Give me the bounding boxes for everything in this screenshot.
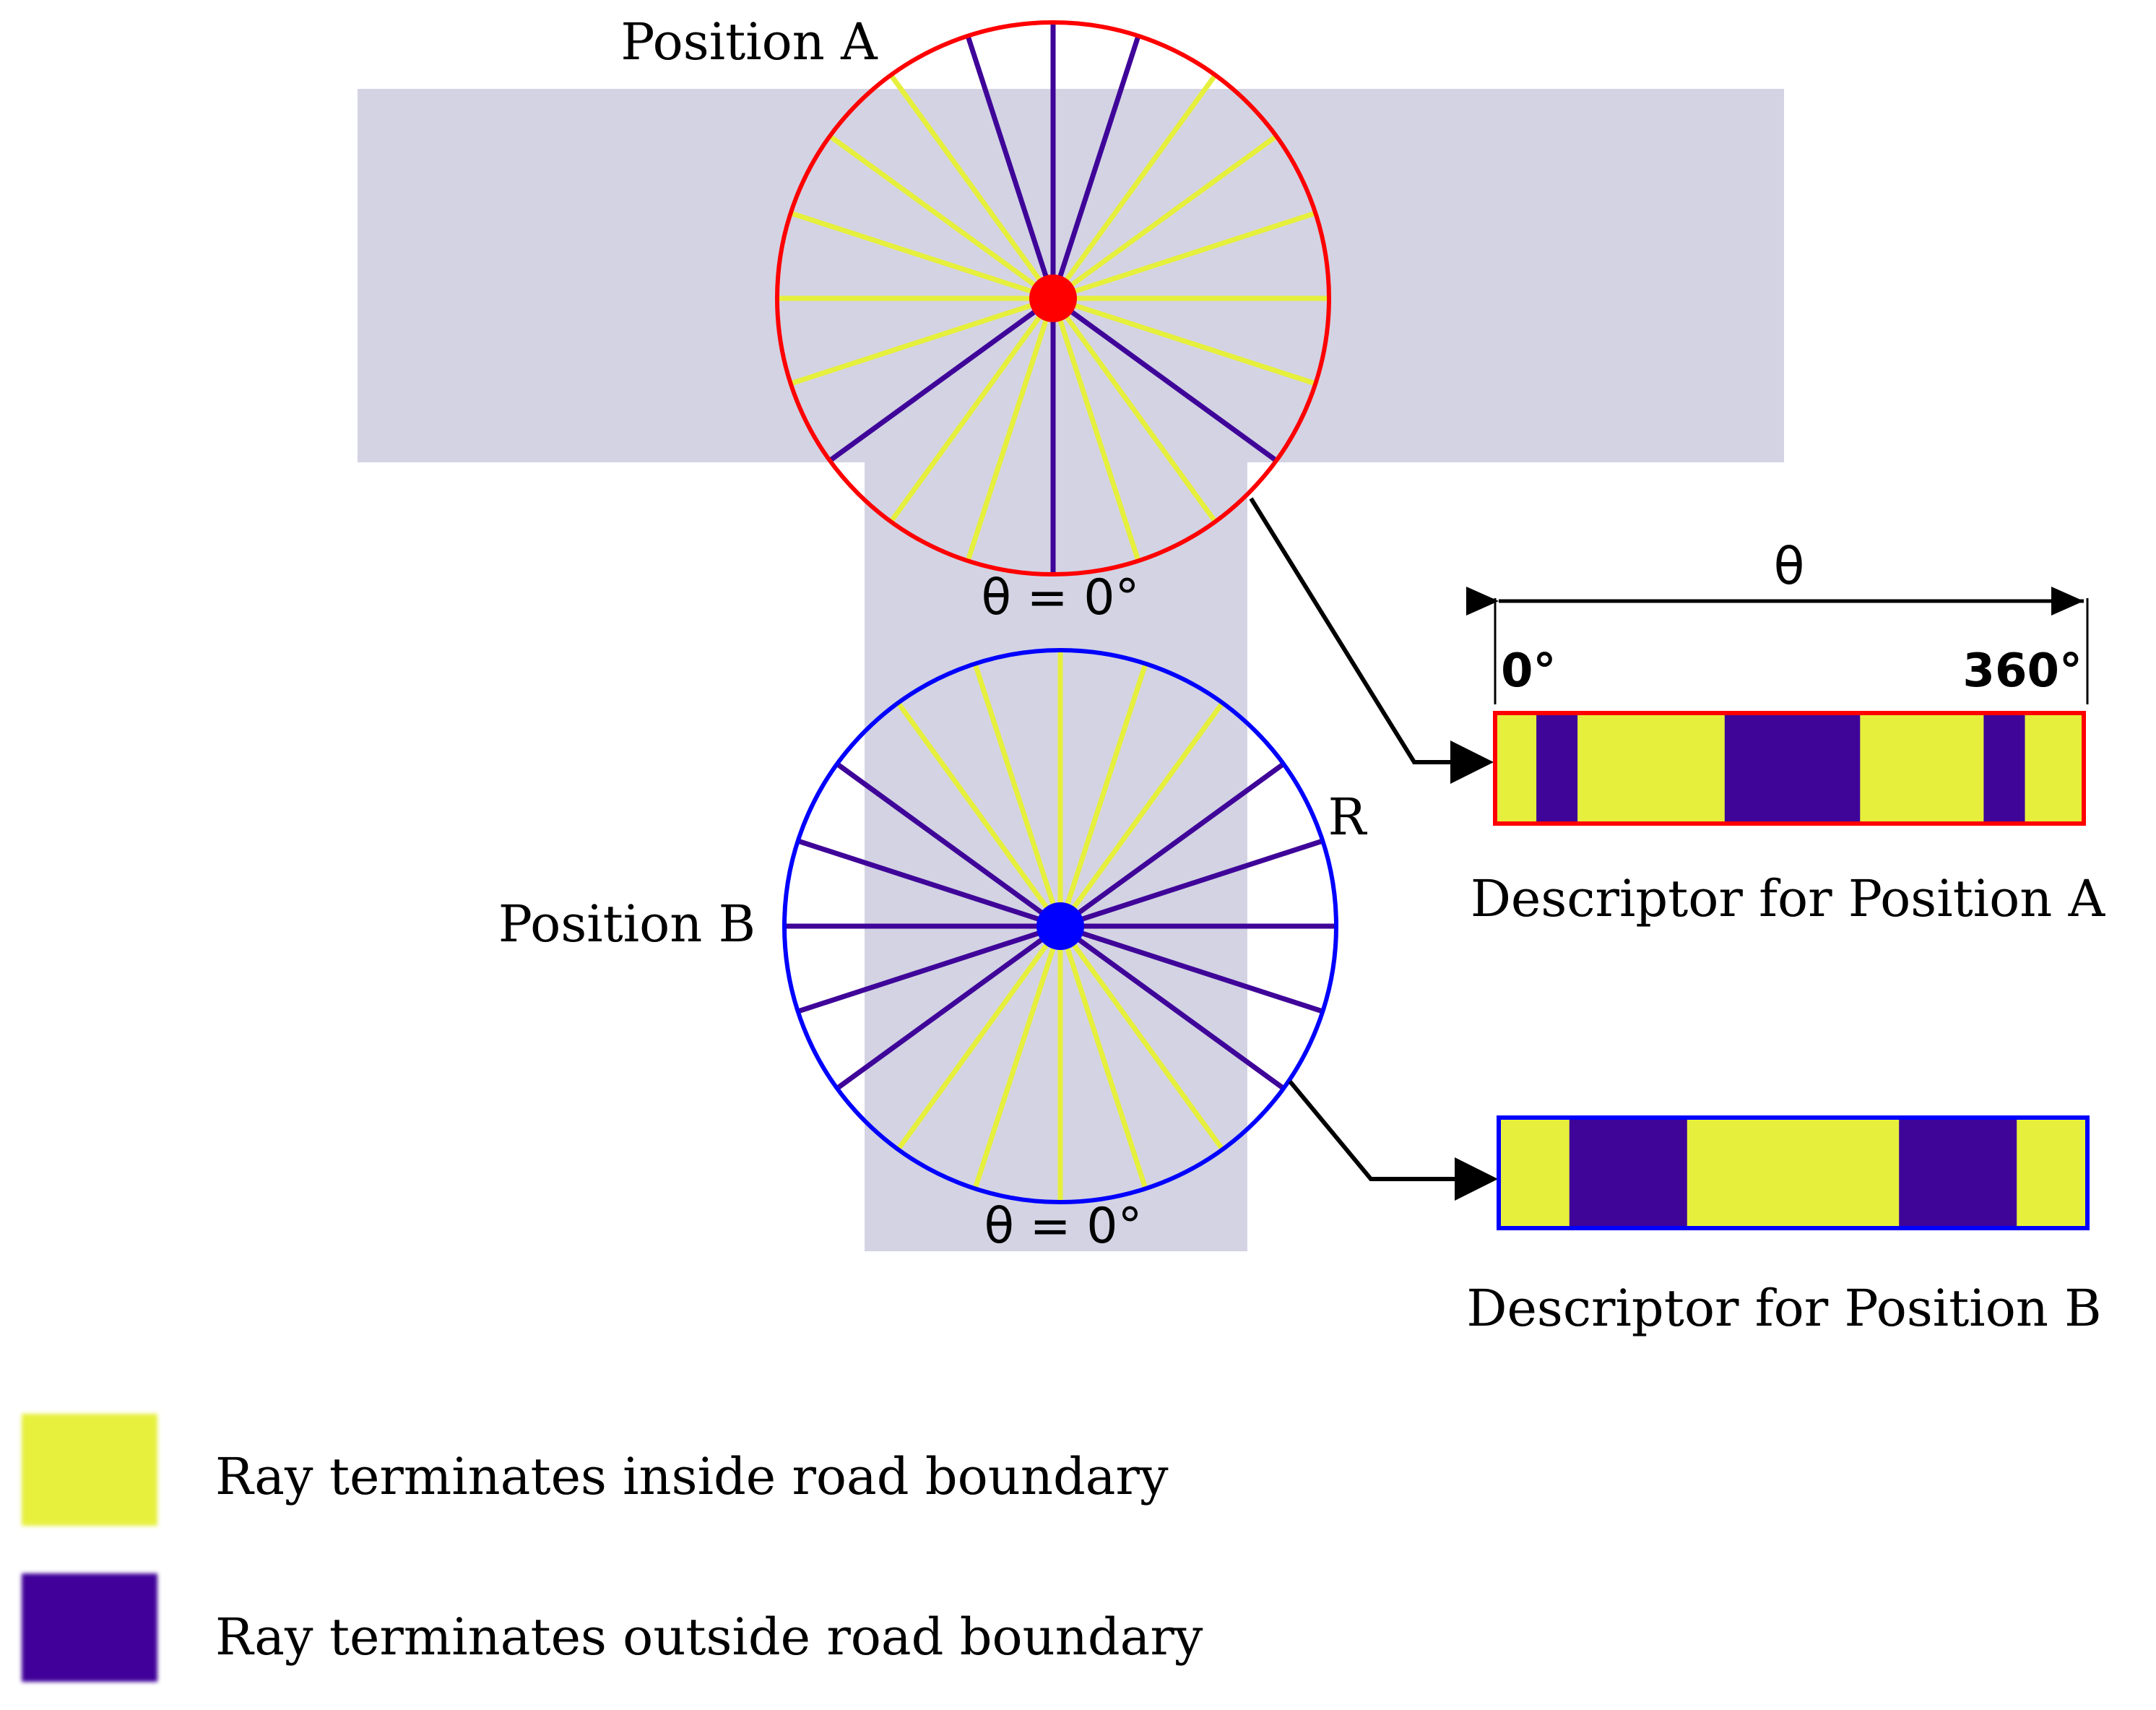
descriptor-a-segments	[1495, 713, 2084, 824]
position-a-ray-6	[1052, 210, 1317, 301]
position-a-ray-3	[1051, 296, 1278, 463]
position-b-ray-4	[1059, 923, 1324, 1014]
position-a-ray-19	[965, 297, 1056, 562]
position-a-ray-1	[1050, 297, 1141, 562]
theta-axis-label: θ	[1774, 537, 1805, 596]
position-a-ray-4	[1052, 295, 1317, 387]
position-b-ray-8	[1058, 701, 1225, 928]
position-b-ray-3	[1058, 924, 1286, 1091]
position-a-ray-18	[888, 296, 1055, 524]
position-b-marker	[1036, 902, 1084, 950]
position-a-ray-17	[828, 296, 1055, 463]
descriptor-b	[1497, 1115, 2090, 1230]
legend: Ray terminates inside road boundary Ray …	[22, 1414, 1203, 1682]
position-b-ray-17	[835, 924, 1062, 1091]
position-b-ray-9	[1057, 662, 1148, 928]
descriptor-b-segment-0	[1499, 1118, 1570, 1228]
position-b-ray-2	[1058, 924, 1225, 1152]
position-b-ray-1	[1057, 925, 1148, 1190]
position-a-label: Position A	[620, 12, 878, 72]
position-b-ray-6	[1059, 838, 1324, 929]
descriptor-b-segment-3	[1899, 1118, 2018, 1228]
position-a-marker	[1029, 275, 1077, 322]
position-b-theta-zero-label: θ = 0°	[984, 1198, 1142, 1255]
descriptor-b-segment-4	[2017, 1118, 2088, 1228]
descriptor-a-segment-1	[1536, 713, 1579, 824]
theta-axis-start-label: 0°	[1501, 644, 1557, 698]
position-a-ray-16	[789, 295, 1055, 387]
position-a-ray-13	[828, 134, 1055, 301]
position-a-ray-11	[965, 35, 1056, 300]
descriptor-a-caption: Descriptor for Position A	[1471, 869, 2106, 928]
position-b-ray-18	[896, 924, 1062, 1152]
descriptor-a-frame	[1493, 711, 2086, 826]
position-a-arrow	[1249, 497, 1494, 784]
legend-swatch-outside	[22, 1573, 157, 1682]
position-a-range-circle	[775, 20, 1331, 577]
descriptor-b-frame	[1497, 1115, 2090, 1230]
position-a-ray-2	[1051, 296, 1218, 524]
position-a-ray-7	[1051, 134, 1278, 301]
position-a-theta-zero-label: θ = 0°	[981, 569, 1139, 626]
position-a-ray-12	[888, 73, 1055, 301]
position-b-rays	[784, 650, 1336, 1202]
position-b-ray-19	[972, 925, 1063, 1190]
position-b-range-circle	[782, 648, 1338, 1204]
descriptor-a-segment-3	[1724, 713, 1861, 824]
position-b-ray-16	[797, 923, 1062, 1014]
position-a-ray-14	[789, 210, 1055, 301]
position-b-ray-14	[797, 838, 1062, 929]
legend-swatch-inside	[22, 1414, 157, 1526]
descriptor-a	[1493, 711, 2086, 826]
descriptor-a-segment-0	[1495, 713, 1538, 824]
position-b-ray-12	[896, 701, 1062, 928]
position-a-rays	[777, 22, 1329, 574]
position-b-ray-11	[972, 662, 1063, 928]
descriptor-b-segment-2	[1687, 1118, 1900, 1228]
road-vertical	[865, 462, 1247, 1251]
descriptor-b-segments	[1499, 1118, 2088, 1228]
position-b-ray-13	[835, 761, 1062, 928]
radius-label: R	[1328, 787, 1368, 847]
descriptor-a-segment-5	[1983, 713, 2026, 824]
theta-axis-end-label: 360°	[1962, 644, 2082, 698]
descriptor-a-segment-4	[1860, 713, 1985, 824]
position-a-ray-9	[1050, 35, 1141, 300]
descriptor-b-segment-1	[1569, 1118, 1688, 1228]
position-b-label: Position B	[498, 894, 756, 954]
legend-label-outside: Ray terminates outside road boundary	[215, 1607, 1203, 1667]
descriptor-a-segment-2	[1577, 713, 1726, 824]
descriptor-b-caption: Descriptor for Position B	[1466, 1279, 2101, 1338]
position-b-arrow	[1288, 1080, 1498, 1201]
legend-label-inside: Ray terminates inside road boundary	[215, 1447, 1169, 1506]
position-b-ray-7	[1058, 761, 1286, 928]
position-a-ray-8	[1051, 73, 1218, 301]
descriptor-a-segment-6	[2025, 713, 2084, 824]
